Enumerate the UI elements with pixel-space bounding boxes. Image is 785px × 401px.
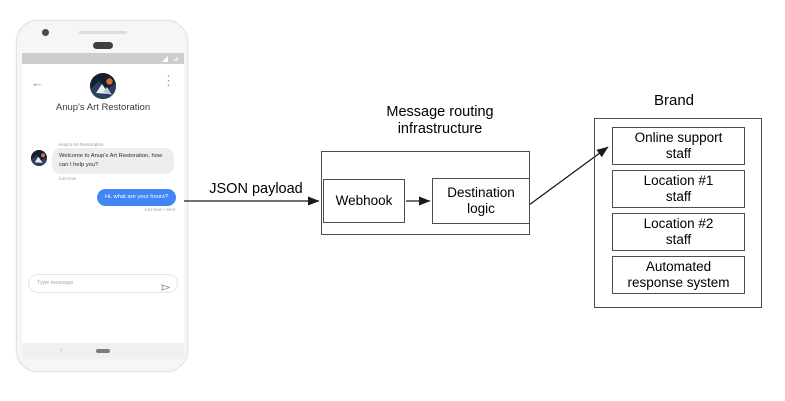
send-icon[interactable] xyxy=(161,279,170,297)
destination-logic-box[interactable]: Destination logic xyxy=(432,178,530,224)
destination-logic-label: Destination logic xyxy=(447,184,515,216)
signal-icon xyxy=(162,56,168,62)
phone-mockup: ← ⋮ Anup's Art Restoration Anup's Art Re… xyxy=(16,20,188,372)
back-arrow-icon[interactable]: ← xyxy=(31,75,44,90)
incoming-message-bubble: Welcome to Anup's Art Restoration, how c… xyxy=(52,148,174,174)
brand-item-label: Online support staff xyxy=(634,129,723,161)
message-avatar xyxy=(31,150,47,166)
outgoing-message-bubble: Hi, what are your hours? xyxy=(96,189,176,206)
chat-header: ← ⋮ Anup's Art Restoration xyxy=(22,64,184,128)
chat-brand-name: Anup's Art Restoration xyxy=(55,102,151,113)
phone-screen: ← ⋮ Anup's Art Restoration Anup's Art Re… xyxy=(22,53,184,343)
message-sender-label: Anup's Art Restoration xyxy=(58,142,104,147)
phone-speaker xyxy=(93,42,113,49)
json-payload-label: JSON payload xyxy=(209,181,303,197)
front-camera-icon xyxy=(42,29,49,36)
brand-item-online-support[interactable]: Online support staff xyxy=(612,127,745,165)
routing-infrastructure-title: Message routing infrastructure xyxy=(340,104,540,138)
avatar xyxy=(90,73,116,99)
brand-item-location-1[interactable]: Location #1 staff xyxy=(612,170,745,208)
nav-back-icon[interactable]: ‹ xyxy=(60,347,63,354)
earpiece-grille xyxy=(79,31,127,34)
outgoing-message-timestamp: Just Now • Sent xyxy=(143,207,175,212)
brand-item-automated-response[interactable]: Automated response system xyxy=(612,256,745,294)
phone-bezel-top xyxy=(17,21,187,49)
brand-container xyxy=(594,118,762,308)
message-composer[interactable]: Type message xyxy=(28,274,178,293)
android-nav-bar: ‹ xyxy=(22,343,184,359)
incoming-message-timestamp: Just Now xyxy=(58,176,77,181)
nav-home-pill[interactable] xyxy=(96,349,110,353)
status-bar xyxy=(22,53,184,64)
message-input-placeholder[interactable]: Type message xyxy=(37,280,74,286)
battery-icon xyxy=(173,56,178,61)
brand-item-label: Automated response system xyxy=(627,258,730,290)
overflow-menu-icon[interactable]: ⋮ xyxy=(162,73,175,88)
webhook-box[interactable]: Webhook xyxy=(323,179,405,223)
brand-item-label: Location #2 staff xyxy=(643,215,714,247)
brand-item-label: Location #1 staff xyxy=(643,172,714,204)
routing-title-line-1: Message routing xyxy=(386,104,494,120)
chat-message-list: Anup's Art Restoration Welcome to Anup's… xyxy=(22,128,184,300)
routing-title-line-2: infrastructure xyxy=(397,121,483,138)
brand-title: Brand xyxy=(653,92,695,109)
brand-item-location-2[interactable]: Location #2 staff xyxy=(612,213,745,251)
